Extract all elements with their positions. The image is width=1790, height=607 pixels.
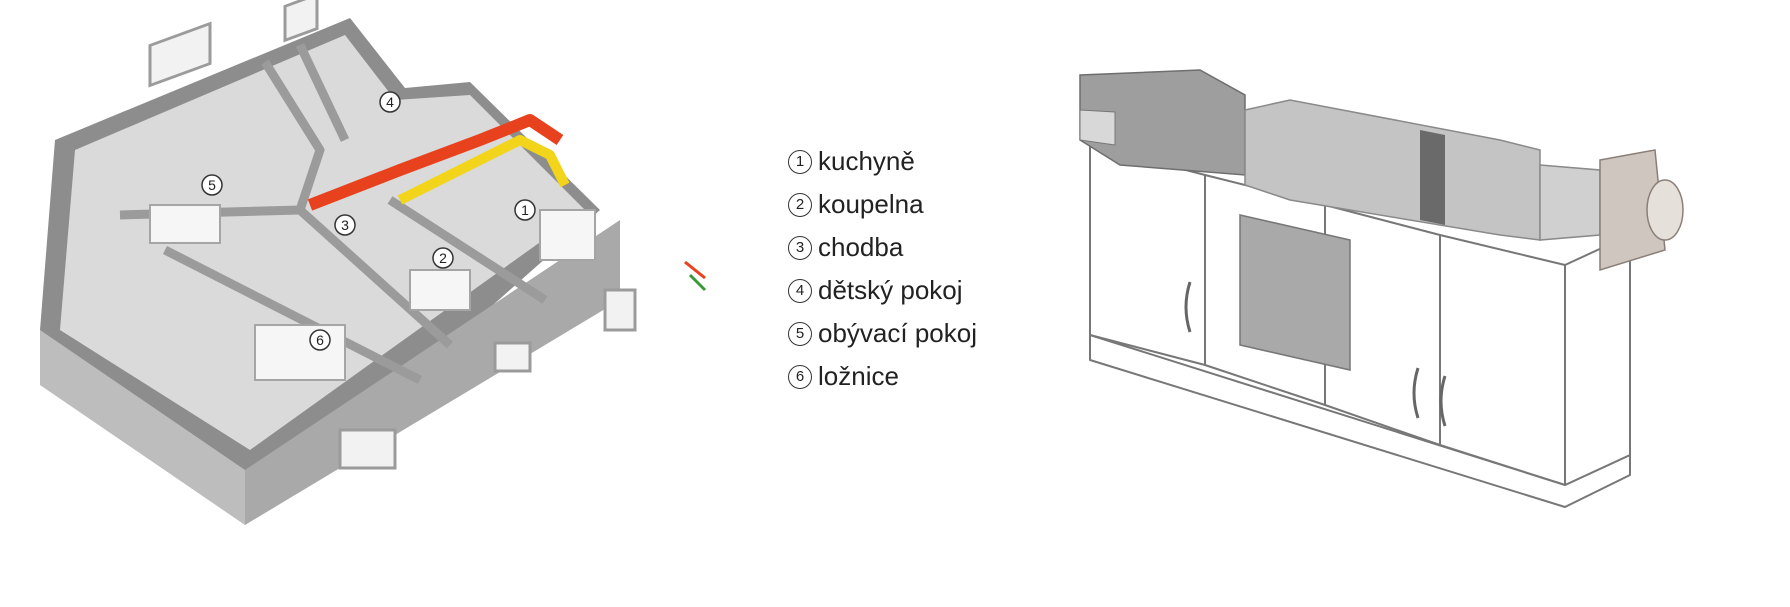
room-marker-6: 6 (309, 329, 331, 351)
room-legend: 1 kuchyně 2 koupelna 3 chodba 4 dětský p… (788, 140, 1048, 398)
window-living (148, 21, 212, 88)
legend-number: 5 (788, 321, 812, 346)
legend-number: 1 (788, 149, 812, 174)
legend-label: koupelna (818, 189, 924, 219)
legend-item: 6 ložnice (788, 355, 1048, 398)
unit-grille (1079, 109, 1116, 146)
window-bedroom (338, 428, 397, 470)
svg-text:6: 6 (316, 332, 324, 348)
window-bath (493, 341, 532, 373)
legend-item: 4 dětský pokoj (788, 269, 1048, 312)
outdoor-air-arrow (688, 273, 707, 292)
bathtub (409, 269, 471, 311)
svg-text:1: 1 (521, 202, 529, 218)
room-marker-3: 3 (334, 214, 356, 236)
cabinet-4 (1439, 234, 1566, 486)
svg-text:3: 3 (341, 217, 349, 233)
legend-label: obývací pokoj (818, 318, 977, 348)
legend-number: 2 (788, 192, 812, 217)
legend-label: chodba (818, 232, 904, 262)
room-marker-5: 5 (201, 174, 223, 196)
bed-bedroom (254, 324, 346, 381)
cabinet-1 (1089, 144, 1206, 366)
legend-number: 3 (788, 235, 812, 260)
duct-band (1420, 130, 1445, 225)
window-kitchen (603, 288, 637, 332)
cabinet-handle (1184, 281, 1192, 333)
wall-terminal-hood (1599, 149, 1666, 272)
front-wall-left (40, 330, 245, 525)
svg-text:2: 2 (439, 250, 447, 266)
legend-label: ložnice (818, 361, 899, 391)
kitchen-counter (539, 209, 596, 261)
legend-number: 6 (788, 364, 812, 389)
svg-text:5: 5 (208, 177, 216, 193)
legend-label: kuchyně (818, 146, 915, 176)
legend-item: 1 kuchyně (788, 140, 1048, 183)
legend-label: dětský pokoj (818, 275, 963, 305)
partition-hall-bath (296, 206, 454, 349)
partition-kids-room (295, 43, 350, 142)
apartment-floor (60, 35, 585, 450)
partition-bedroom (162, 245, 423, 385)
legend-number: 4 (788, 278, 812, 303)
room-marker-1: 1 (514, 199, 536, 221)
ventilation-unit-illustration (1079, 69, 1684, 508)
svg-text:4: 4 (386, 94, 394, 110)
duct-outlet (1539, 164, 1601, 241)
window-kids (283, 0, 319, 43)
bed-living (149, 204, 221, 244)
legend-item: 2 koupelna (788, 183, 1048, 226)
cabinet-side (1564, 234, 1631, 486)
legend-item: 3 chodba (788, 226, 1048, 269)
cabinet-handle (1412, 367, 1420, 419)
room-marker-2: 2 (432, 247, 454, 269)
cabinet-handle (1439, 375, 1447, 427)
legend-item: 5 obývací pokoj (788, 312, 1048, 355)
room-marker-4: 4 (379, 91, 401, 113)
partition-living-hall (261, 59, 325, 212)
exhaust-duct (307, 114, 564, 211)
heat-recovery-unit-body (1239, 214, 1351, 371)
apartment-floorplan-illustration: 1 2 3 4 5 6 (40, 0, 707, 525)
supply-duct (397, 135, 570, 205)
wall-terminal-opening (1646, 179, 1684, 241)
exhaust-air-arrow (684, 260, 706, 280)
partition-bath-kitchen (387, 196, 548, 304)
